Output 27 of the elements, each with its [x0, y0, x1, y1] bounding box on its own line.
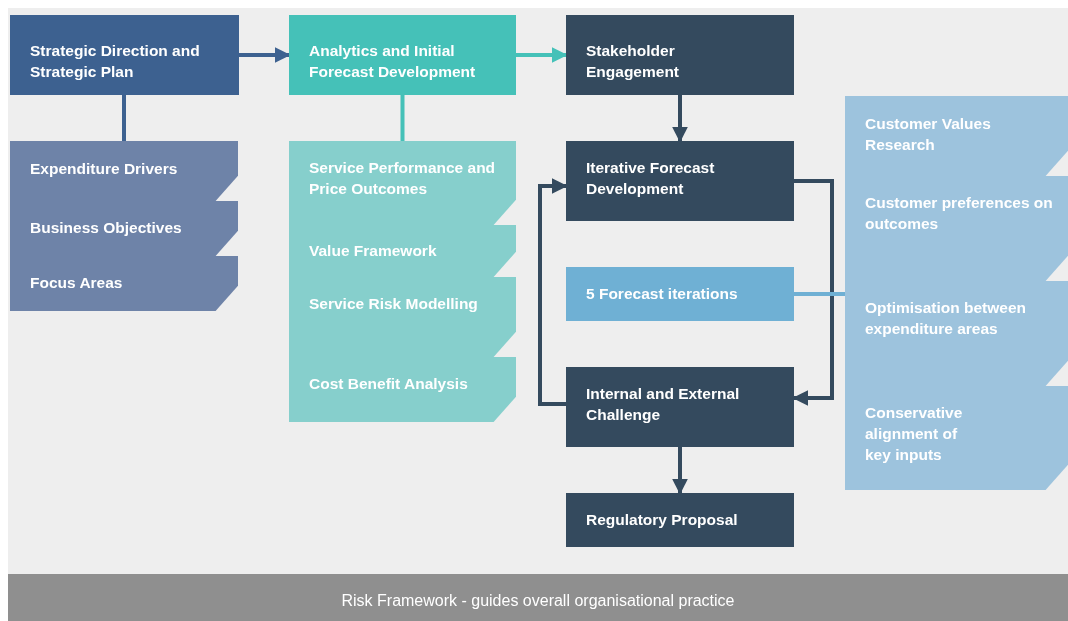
node-label: Strategic Direction and Strategic Plan: [30, 41, 201, 82]
connector-line: [400, 95, 405, 141]
node-label: Conservative alignment of key inputs: [865, 403, 964, 465]
node-label: Focus Areas: [30, 273, 124, 293]
node-label: Analytics and Initial Forecast Development: [309, 41, 477, 82]
node-label: Iterative Forecast Development: [586, 158, 716, 199]
node-label: 5 Forecast iterations: [586, 284, 739, 304]
connector-line: [794, 292, 845, 296]
arrow: [672, 447, 688, 495]
arrow: [538, 178, 568, 406]
node-label: Regulatory Proposal: [586, 510, 739, 530]
node-label: Value Framework: [309, 241, 438, 261]
node-label: Internal and External Challenge: [586, 384, 741, 425]
arrow: [239, 47, 291, 63]
node-label: Expenditure Drivers: [30, 159, 179, 179]
node-label: Stakeholder Engagement: [586, 41, 680, 82]
arrow: [516, 47, 568, 63]
node-label: Business Objectives: [30, 218, 183, 238]
connector-line: [122, 95, 126, 141]
node-label: Cost Benefit Analysis: [309, 374, 469, 394]
node-label: Risk Framework - guides overall organisational practice: [340, 591, 736, 611]
node-label: Optimisation between expenditure areas: [865, 298, 1028, 339]
node-label: Customer Values Research: [865, 114, 992, 155]
node-label: Service Risk Modelling: [309, 294, 479, 314]
node-label: Customer preferences on outcomes: [865, 193, 1054, 234]
node-label: Service Performance and Price Outcomes: [309, 158, 497, 199]
arrow: [672, 95, 688, 143]
